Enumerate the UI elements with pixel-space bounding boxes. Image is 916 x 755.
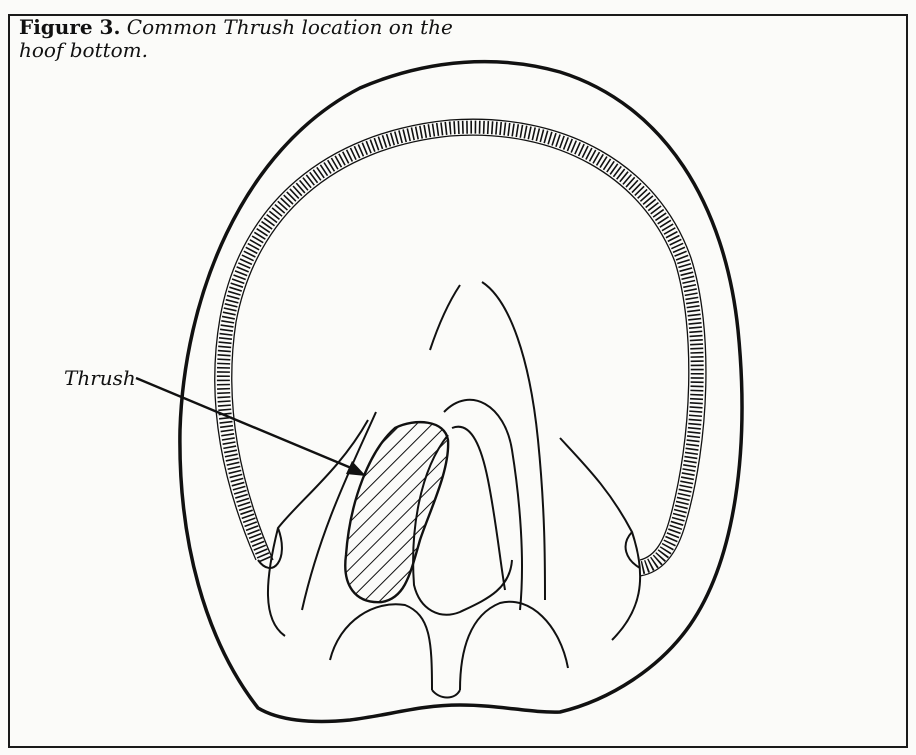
hoof-wall-outline [180,62,742,722]
right-bar [560,438,640,568]
central-sulcus [444,400,522,610]
callout-arrow-line [136,378,356,470]
thrush-area [345,422,448,602]
white-line [223,127,697,568]
heel-bulbs [330,602,568,698]
callout-arrow-head [346,461,366,476]
thrush-label: Thrush [64,366,136,390]
